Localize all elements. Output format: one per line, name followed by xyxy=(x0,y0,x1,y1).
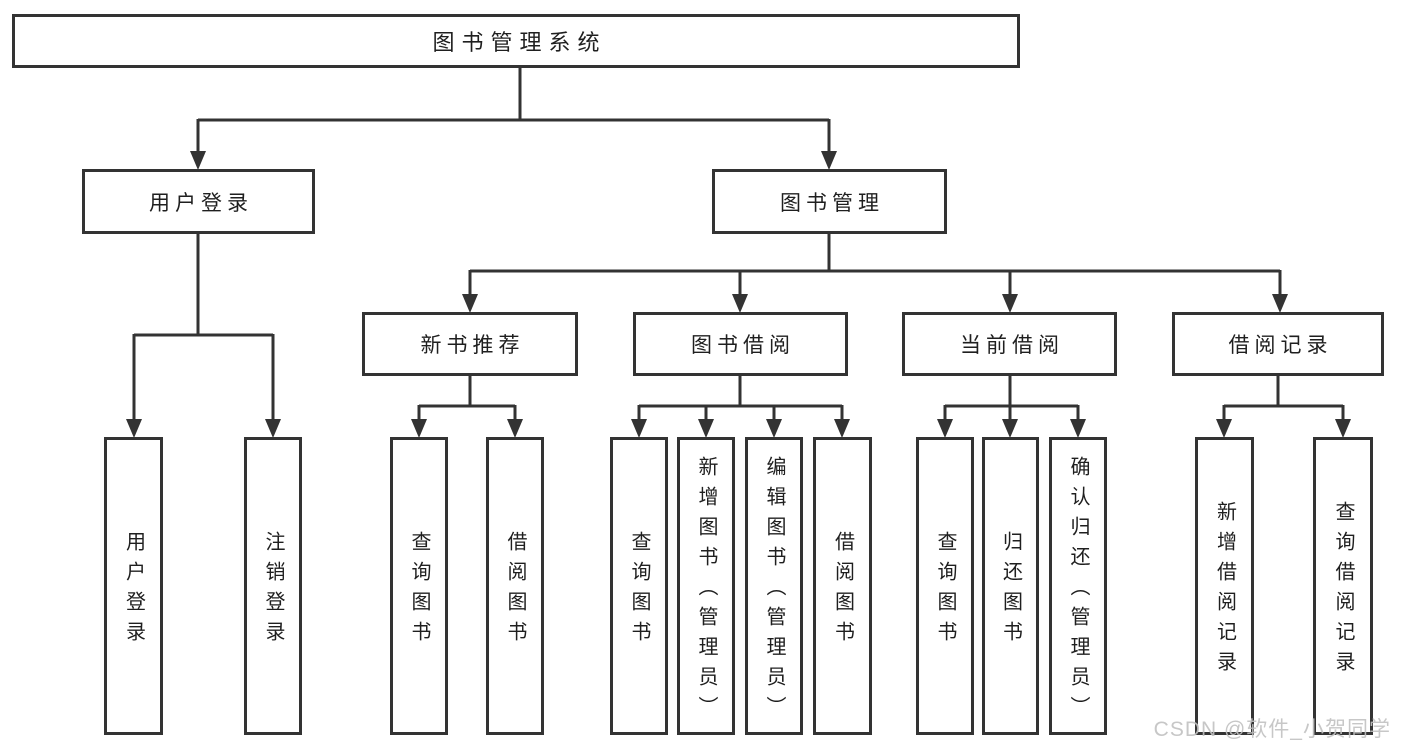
node-borrow-records: 借阅记录 xyxy=(1172,312,1384,376)
watermark-text: CSDN @软件_小贺同学 xyxy=(1153,718,1391,741)
leaf-logout: 注销登录 xyxy=(244,437,302,735)
node-book-management-group-label: 图书管理 xyxy=(780,191,884,215)
leaf-records-add-record-label: 新增借阅记录 xyxy=(1213,501,1236,681)
leaf-newrec-query-books: 查询图书 xyxy=(390,437,448,735)
leaf-borrow-add-books-admin: 新增图书（管理员） xyxy=(677,437,735,735)
leaf-records-query-record-label: 查询借阅记录 xyxy=(1332,501,1354,681)
node-new-book-recommend: 新书推荐 xyxy=(362,312,578,376)
leaf-records-add-record: 新增借阅记录 xyxy=(1195,437,1254,735)
node-new-book-recommend-label: 新书推荐 xyxy=(420,334,525,357)
leaf-logout-label: 注销登录 xyxy=(262,531,284,651)
leaf-borrow-query-books: 查询图书 xyxy=(610,437,668,735)
leaf-borrow-edit-books-admin: 编辑图书（管理员） xyxy=(745,437,803,735)
connector-new-book-branch xyxy=(411,374,523,438)
leaf-newrec-borrow-books: 借阅图书 xyxy=(486,437,544,735)
leaf-newrec-borrow-books-label: 借阅图书 xyxy=(504,531,526,651)
node-book-borrow: 图书借阅 xyxy=(633,312,848,376)
leaf-current-confirm-return-admin-label: 确认归还（管理员） xyxy=(1067,456,1089,726)
leaf-borrow-add-books-admin-label: 新增图书（管理员） xyxy=(695,456,717,726)
leaf-borrow-edit-books-admin-label: 编辑图书（管理员） xyxy=(763,456,785,726)
leaf-user-login: 用户登录 xyxy=(104,437,163,735)
leaf-newrec-query-books-label: 查询图书 xyxy=(408,531,430,651)
node-current-borrow: 当前借阅 xyxy=(902,312,1117,376)
connector-book-borrow-branch xyxy=(631,374,850,438)
leaf-records-query-record: 查询借阅记录 xyxy=(1313,437,1373,735)
leaf-current-query-books-label: 查询图书 xyxy=(934,531,956,651)
connector-current-borrow-branch xyxy=(937,374,1086,438)
leaf-borrow-borrow-books-label: 借阅图书 xyxy=(831,531,854,651)
node-root-system: 图书管理系统 xyxy=(12,14,1020,68)
leaf-borrow-query-books-label: 查询图书 xyxy=(628,531,650,651)
node-current-borrow-label: 当前借阅 xyxy=(960,334,1064,357)
leaf-current-confirm-return-admin: 确认归还（管理员） xyxy=(1049,437,1107,735)
leaf-current-query-books: 查询图书 xyxy=(916,437,974,735)
connector-borrow-records-branch xyxy=(1216,374,1351,438)
node-book-management-group: 图书管理 xyxy=(712,169,947,234)
node-borrow-records-label: 借阅记录 xyxy=(1228,334,1333,357)
node-user-login-group: 用户登录 xyxy=(82,169,315,234)
leaf-current-return-books-label: 归还图书 xyxy=(999,531,1022,651)
node-book-borrow-label: 图书借阅 xyxy=(691,334,795,357)
connector-book-management-branch xyxy=(462,233,1288,313)
connector-user-login-branch xyxy=(126,233,281,438)
node-root-label: 图书管理系统 xyxy=(432,30,607,55)
leaf-current-return-books: 归还图书 xyxy=(982,437,1039,735)
connector-root-to-level2 xyxy=(190,66,837,170)
leaf-user-login-label: 用户登录 xyxy=(122,531,145,651)
leaf-borrow-borrow-books: 借阅图书 xyxy=(813,437,872,735)
node-user-login-group-label: 用户登录 xyxy=(149,191,253,215)
